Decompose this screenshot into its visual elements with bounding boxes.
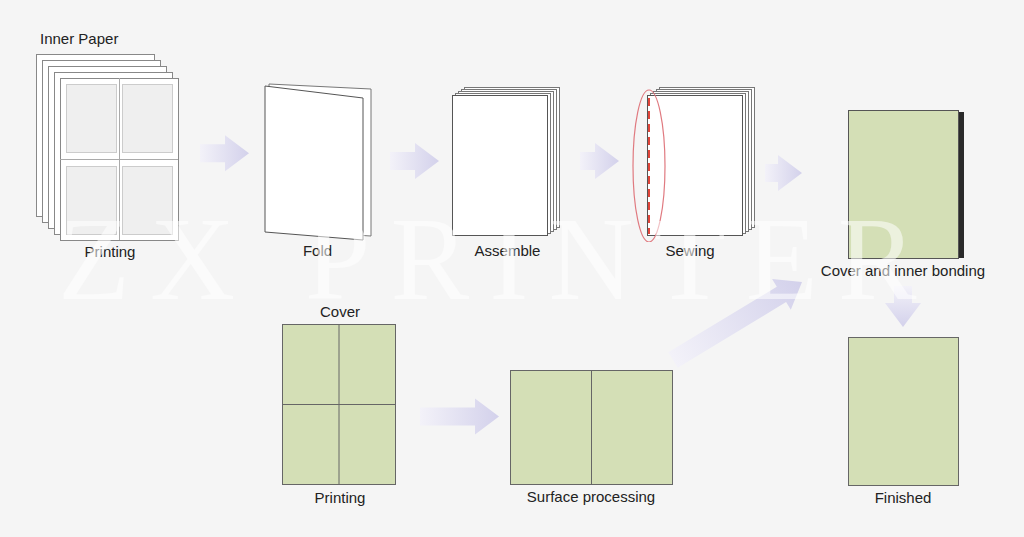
step-caption: Fold xyxy=(255,242,380,260)
finished-book xyxy=(840,335,966,489)
step-caption: Printing xyxy=(270,489,410,507)
process-step: Finished xyxy=(840,335,966,507)
sewn-block xyxy=(625,80,755,242)
folded-sheet-drawing xyxy=(255,80,380,242)
finished-book-drawing xyxy=(840,335,966,489)
step-heading: Inner Paper xyxy=(30,30,190,48)
step-caption: Printing xyxy=(30,243,190,261)
process-step: CoverPrinting xyxy=(270,303,410,507)
cover-sheet xyxy=(270,321,410,489)
flow-arrow xyxy=(885,286,921,327)
step-caption: Surface processing xyxy=(505,488,677,506)
process-step: Fold xyxy=(255,80,380,260)
step-caption: Finished xyxy=(840,489,966,507)
step-caption: Sewing xyxy=(625,242,755,260)
inner-paper-stack xyxy=(30,48,190,243)
processed-cover xyxy=(505,368,677,488)
assembled-block xyxy=(445,80,570,242)
step-heading: Cover xyxy=(270,303,410,321)
process-step: Surface processing xyxy=(505,368,677,506)
flow-arrow xyxy=(390,143,439,179)
flow-arrow xyxy=(668,279,802,368)
process-step: Inner PaperPrinting xyxy=(30,30,190,261)
process-step: Sewing xyxy=(625,80,755,260)
flow-arrow xyxy=(765,155,802,191)
flow-arrow xyxy=(200,135,249,171)
flow-arrow xyxy=(420,399,499,435)
bonded-book-drawing xyxy=(808,108,998,262)
step-caption: Assemble xyxy=(445,242,570,260)
flow-arrow xyxy=(580,143,619,179)
sewn-block-drawing xyxy=(625,80,755,242)
bonded-book xyxy=(808,108,998,262)
assembled-block-drawing xyxy=(445,80,570,242)
step-caption: Cover and inner bonding xyxy=(808,262,998,280)
cover-sheet-drawing xyxy=(270,321,410,489)
folded-sheet xyxy=(255,80,380,242)
process-step: Assemble xyxy=(445,80,570,260)
processed-cover-drawing xyxy=(505,368,677,488)
inner-paper-stack-drawing xyxy=(30,48,190,243)
process-step: Cover and inner bonding xyxy=(808,108,998,280)
